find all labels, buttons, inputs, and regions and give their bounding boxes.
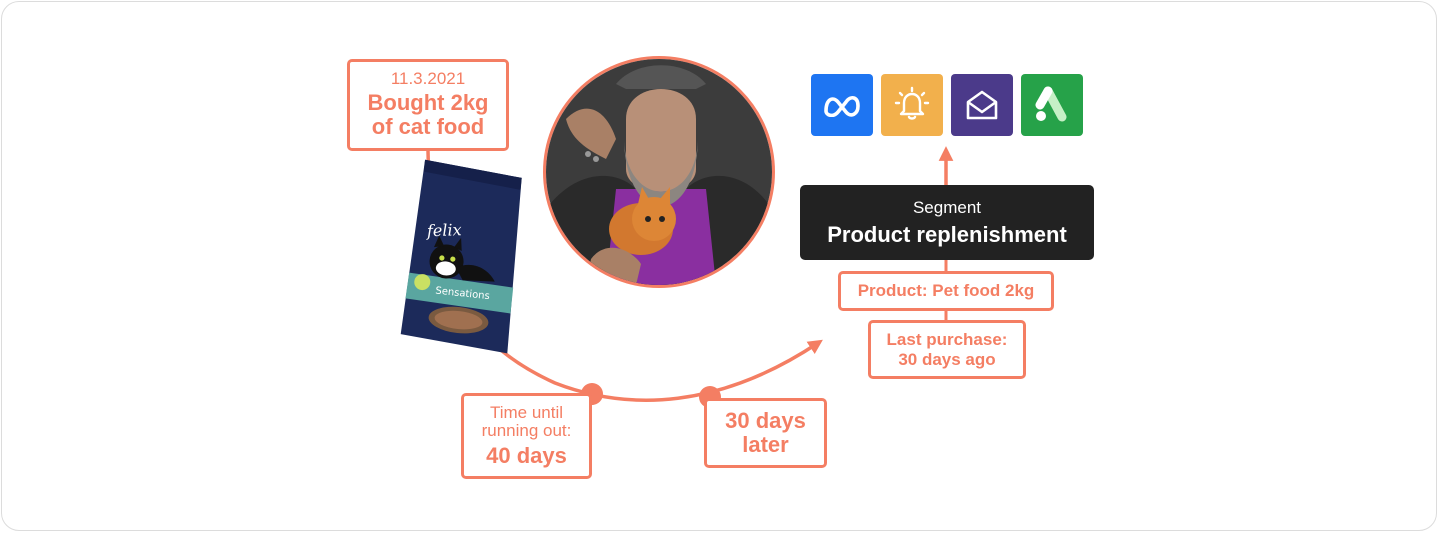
depletion-box: Time until running out: 40 days bbox=[461, 393, 592, 479]
meta-icon bbox=[811, 74, 873, 136]
segment-box: Segment Product replenishment bbox=[800, 185, 1094, 260]
segment-title: Product replenishment bbox=[827, 221, 1067, 247]
customer-photo bbox=[543, 56, 775, 288]
condition-last-purchase: Last purchase: 30 days ago bbox=[868, 320, 1026, 379]
mail-icon bbox=[951, 74, 1013, 136]
later-box: 30 days later bbox=[704, 398, 827, 468]
bell-icon bbox=[881, 74, 943, 136]
purchase-box: 11.3.2021 Bought 2kg of cat food bbox=[347, 59, 509, 151]
purchase-date: 11.3.2021 bbox=[390, 69, 466, 89]
condition-product: Product: Pet food 2kg bbox=[838, 271, 1054, 311]
purchase-title: Bought 2kg of cat food bbox=[367, 90, 489, 140]
depletion-label: Time until running out: bbox=[481, 403, 572, 440]
svg-text:felix: felix bbox=[426, 220, 462, 240]
google-ads-icon bbox=[1021, 74, 1083, 136]
depletion-value: 40 days bbox=[486, 442, 567, 468]
later-label: 30 days later bbox=[725, 407, 806, 457]
cat-food-bag-image: felix Sensations bbox=[400, 159, 522, 354]
segment-label: Segment bbox=[912, 197, 982, 217]
